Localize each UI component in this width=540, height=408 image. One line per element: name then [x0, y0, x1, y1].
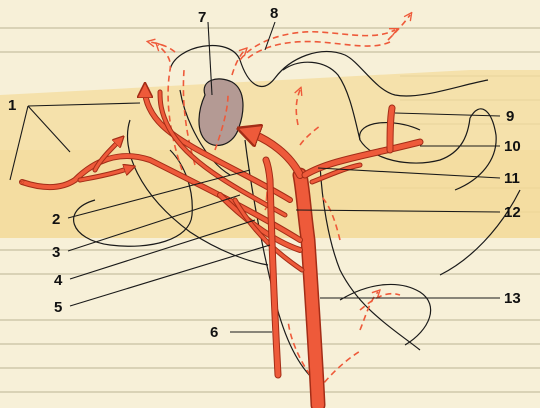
label-8: 8: [270, 5, 278, 22]
label-4: 4: [54, 272, 63, 289]
label-11: 11: [504, 170, 520, 187]
label-2: 2: [52, 211, 60, 228]
label-3: 3: [52, 244, 60, 261]
label-10: 10: [504, 138, 521, 155]
label-6: 6: [210, 324, 218, 341]
label-5: 5: [54, 299, 62, 316]
label-9: 9: [506, 108, 514, 125]
label-7: 7: [198, 9, 206, 26]
label-1: 1: [8, 97, 16, 114]
label-13: 13: [504, 290, 521, 307]
label-12: 12: [504, 204, 521, 221]
